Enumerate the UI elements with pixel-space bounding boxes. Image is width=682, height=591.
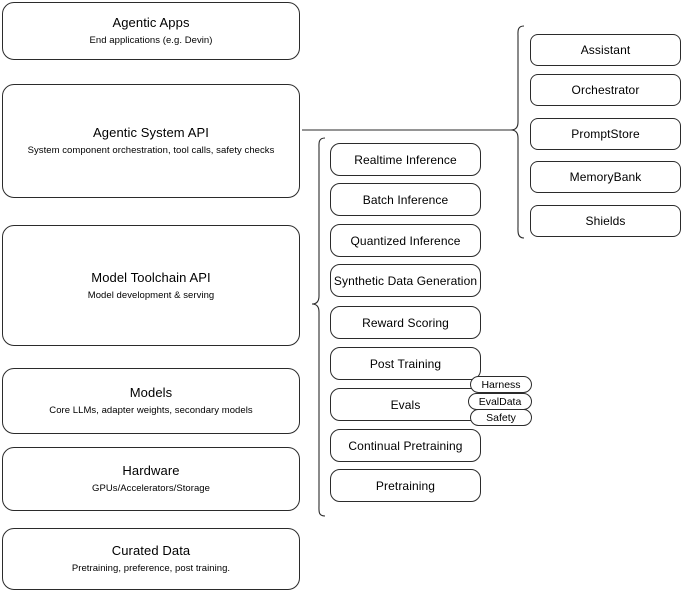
pill-label: EvalData	[478, 395, 522, 408]
layer-title: Agentic System API	[93, 125, 209, 140]
system-component-shields[interactable]: Shields	[530, 205, 681, 237]
capability-post-training[interactable]: Post Training	[330, 347, 481, 380]
capability-pretraining[interactable]: Pretraining	[330, 469, 481, 502]
capability-label: Post Training	[369, 356, 442, 371]
capability-label: Evals	[390, 397, 421, 412]
pill-label: Harness	[481, 378, 521, 391]
system-component-memorybank[interactable]: MemoryBank	[530, 161, 681, 193]
capability-reward-scoring[interactable]: Reward Scoring	[330, 306, 481, 339]
layer-subtitle: Pretraining, preference, post training.	[71, 563, 231, 574]
component-label: PromptStore	[571, 127, 640, 141]
capability-batch-inference[interactable]: Batch Inference	[330, 183, 481, 216]
capability-label: Reward Scoring	[362, 315, 449, 330]
layer-title: Hardware	[122, 463, 180, 478]
bracket-system-components	[510, 25, 525, 239]
capability-realtime-inference[interactable]: Realtime Inference	[330, 143, 481, 176]
eval-subcomponent-evaldata[interactable]: EvalData	[468, 393, 532, 410]
capability-synthetic-data-generation[interactable]: Synthetic Data Generation	[330, 264, 481, 297]
layer-model-toolchain-api[interactable]: Model Toolchain API Model development & …	[2, 225, 300, 346]
pill-label: Safety	[486, 411, 516, 424]
capability-label: Pretraining	[375, 478, 436, 493]
layer-subtitle: End applications (e.g. Devin)	[89, 35, 213, 46]
layer-curated-data[interactable]: Curated Data Pretraining, preference, po…	[2, 528, 300, 590]
eval-subcomponent-safety[interactable]: Safety	[470, 409, 532, 426]
layer-subtitle: System component orchestration, tool cal…	[27, 145, 275, 156]
component-label: Assistant	[580, 43, 631, 57]
capability-label: Continual Pretraining	[348, 438, 463, 453]
system-component-promptstore[interactable]: PromptStore	[530, 118, 681, 150]
layer-models[interactable]: Models Core LLMs, adapter weights, secon…	[2, 368, 300, 434]
layer-subtitle: Core LLMs, adapter weights, secondary mo…	[49, 405, 253, 416]
system-component-orchestrator[interactable]: Orchestrator	[530, 74, 681, 106]
layer-title: Models	[129, 385, 173, 400]
system-component-assistant[interactable]: Assistant	[530, 34, 681, 66]
bracket-toolchain-capabilities	[311, 137, 326, 517]
component-label: Orchestrator	[571, 83, 640, 97]
capability-quantized-inference[interactable]: Quantized Inference	[330, 224, 481, 257]
layer-agentic-system-api[interactable]: Agentic System API System component orch…	[2, 84, 300, 198]
eval-subcomponent-harness[interactable]: Harness	[470, 376, 532, 393]
layer-subtitle: GPUs/Accelerators/Storage	[92, 483, 210, 494]
capability-label: Quantized Inference	[350, 233, 461, 248]
capability-label: Batch Inference	[362, 192, 449, 207]
component-label: Shields	[585, 214, 626, 228]
capability-label: Synthetic Data Generation	[333, 273, 478, 288]
layer-agentic-apps[interactable]: Agentic Apps End applications (e.g. Devi…	[2, 2, 300, 60]
layer-title: Model Toolchain API	[91, 269, 211, 285]
layer-hardware[interactable]: Hardware GPUs/Accelerators/Storage	[2, 447, 300, 511]
capability-evals[interactable]: Evals	[330, 388, 481, 421]
component-label: MemoryBank	[569, 170, 642, 184]
capability-label: Realtime Inference	[354, 152, 457, 167]
layer-title: Agentic Apps	[112, 15, 190, 30]
layer-subtitle: Model development & serving	[87, 289, 215, 301]
layer-title: Curated Data	[111, 543, 191, 558]
capability-continual-pretraining[interactable]: Continual Pretraining	[330, 429, 481, 462]
